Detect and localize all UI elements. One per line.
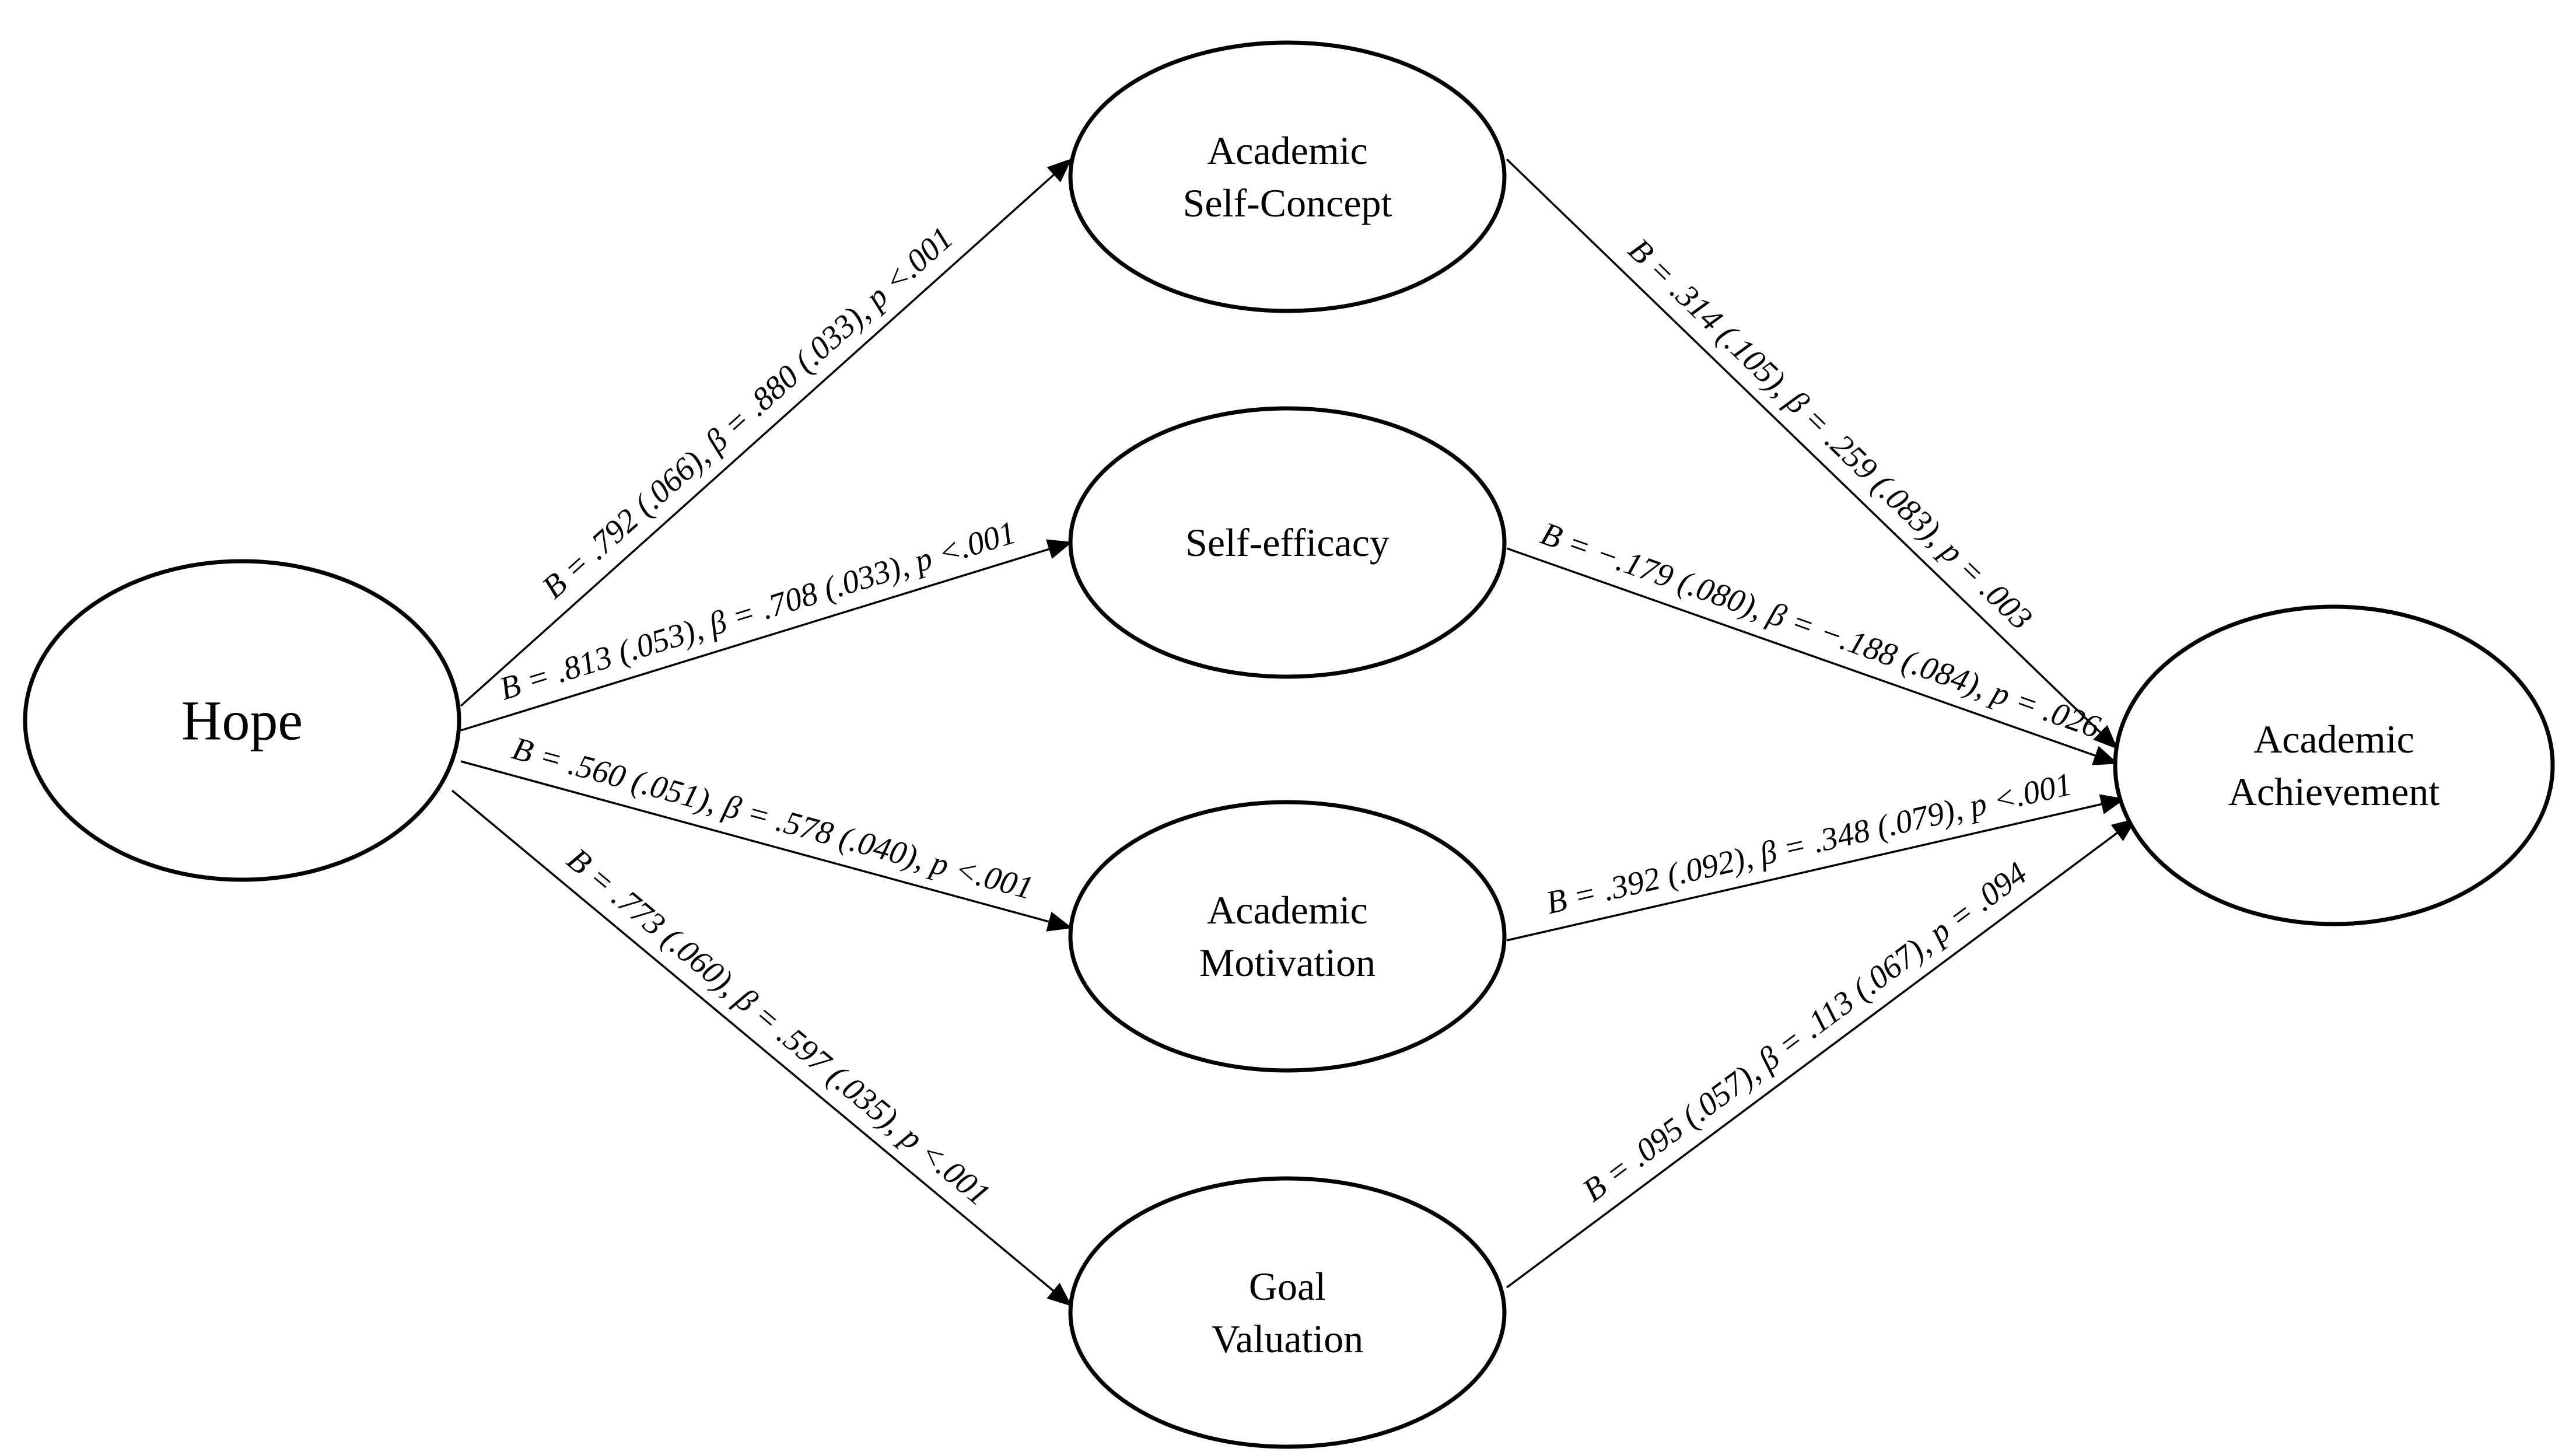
achievement-ellipse [2113, 604, 2555, 926]
achievement-label-line-1: Academic [2253, 717, 2414, 761]
goal-valuation-ellipse [1068, 1176, 1507, 1449]
self-efficacy-ellipse [1068, 406, 1507, 679]
hope-to-self-efficacy-label: B = .813 (.053), β = .708 (.033), p <.00… [495, 515, 1020, 708]
motivation-ellipse [1068, 800, 1507, 1073]
edges-layer: B = .792 (.066), β = .880 (.033), p <.00… [451, 158, 2137, 1307]
self-concept-label-line-1: Academic [1207, 128, 1368, 173]
self-efficacy-to-achievement-arrow [1506, 547, 2119, 765]
hope-to-goal-valuation-label: B = .773 (.060), β = .597 (.035), p <.00… [560, 841, 996, 1213]
goal-valuation-label-line-2: Valuation [1212, 1317, 1364, 1361]
self-concept-to-achievement-arrow [1506, 158, 2118, 750]
hope-to-motivation-arrow [460, 760, 1073, 932]
hope-node: Hope [23, 559, 461, 882]
motivation-to-achievement-arrow [1506, 794, 2126, 942]
hope-to-self-concept-arrow [460, 158, 1072, 707]
self-concept-label-line-2: Self-Concept [1183, 181, 1392, 225]
motivation-label-line-2: Motivation [1199, 940, 1376, 985]
goal-valuation-label-line-1: Goal [1249, 1264, 1326, 1308]
self-concept-ellipse [1068, 40, 1507, 313]
nodes-layer: HopeAcademicSelf-ConceptSelf-efficacyAca… [23, 40, 2555, 1449]
hope-ellipse [23, 559, 461, 882]
achievement-label-line-2: Achievement [2228, 769, 2440, 814]
goal-valuation-to-achievement-arrow [1506, 818, 2137, 1289]
motivation-label-line-1: Academic [1207, 888, 1368, 932]
hope-to-goal-valuation-arrow [451, 789, 1072, 1307]
self-efficacy-node: Self-efficacy [1068, 406, 1507, 679]
self-efficacy-label-line-1: Self-efficacy [1185, 520, 1390, 565]
hope-to-self-concept-label: B = .792 (.066), β = .880 (.033), p <.00… [536, 220, 960, 606]
hope-label-line-1: Hope [181, 690, 303, 752]
hope-to-self-efficacy-arrow [460, 539, 1073, 732]
